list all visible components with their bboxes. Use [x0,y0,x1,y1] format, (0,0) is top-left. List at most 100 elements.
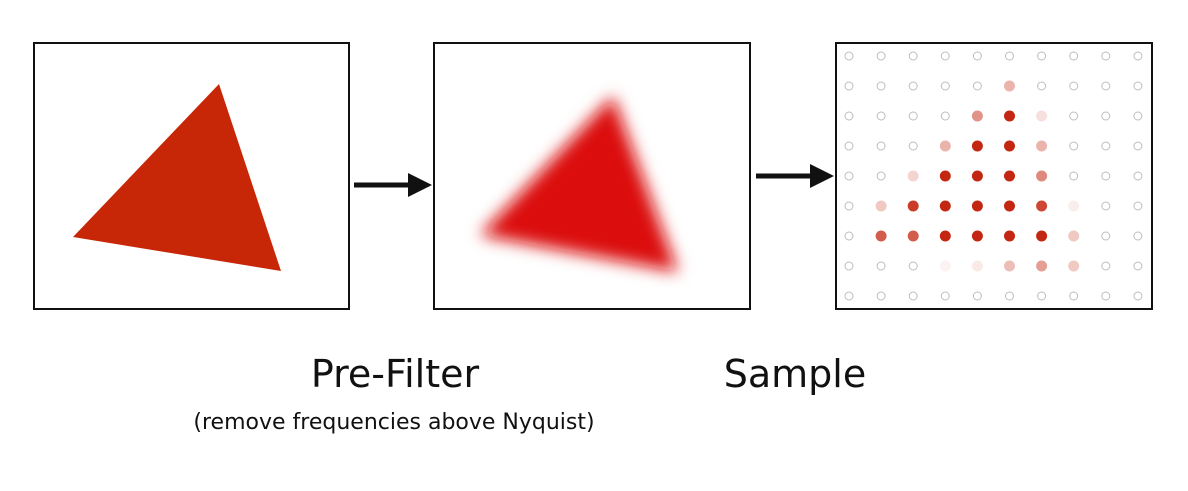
sample-dot-empty [844,291,854,301]
prefilter-label: Pre-Filter [310,352,480,396]
sample-dot-empty [1069,81,1079,91]
sample-dot-filled [1004,260,1015,272]
sample-dot-empty [1133,51,1143,61]
sample-dot-empty [844,111,854,121]
prefiltered-image [480,96,678,272]
sample-dot-empty [844,201,854,211]
sample-dot-empty [876,51,886,61]
sample-dot-empty [1069,171,1079,181]
sample-dot-empty [1101,291,1111,301]
sample-dot-empty [876,81,886,91]
sample-dot-filled [1004,110,1015,122]
sample-dot-empty [876,141,886,151]
sample-dot-empty [876,171,886,181]
sample-dot-empty [844,171,854,181]
sample-dot-filled [1036,110,1048,122]
sample-dot-filled [1004,200,1015,212]
sample-dot-empty [844,141,854,151]
sample-dot-filled [907,200,919,212]
sample-dot-empty [940,291,950,301]
sample-dot-empty [908,111,918,121]
sample-dot-empty [1101,231,1111,241]
sample-dot-empty [844,51,854,61]
sample-dot-empty [1101,201,1111,211]
sample-dot-filled [1004,80,1015,92]
sample-dot-filled [939,200,951,212]
sample-dot-filled [971,230,983,242]
sample-dot-empty [1133,291,1143,301]
sample-dot-filled [1036,200,1048,212]
sample-dot-empty [1101,111,1111,121]
sample-dot-filled [971,140,983,152]
sample-dot-empty [908,261,918,271]
sample-dot-filled [875,230,887,242]
sample-dot-filled [1068,260,1080,272]
arrow-right-icon [354,173,432,197]
original-image-panel [33,42,350,310]
sample-dot-empty [1133,111,1143,121]
sample-dot-empty [844,81,854,91]
sample-dot-empty [1101,261,1111,271]
sample-dot-empty [876,261,886,271]
sample-dot-empty [1133,171,1143,181]
sample-dot-filled [939,230,951,242]
sample-dot-empty [1101,171,1111,181]
sample-dot-empty [876,111,886,121]
arrow-right-icon [756,164,834,188]
sample-dot-empty [1133,261,1143,271]
sample-dot-filled [907,170,919,182]
sample-dot-filled [1036,260,1048,272]
sample-grid [844,51,1143,301]
sample-dot-empty [1037,291,1047,301]
sample-dot-filled [907,230,919,242]
sample-dot-empty [908,291,918,301]
sample-label: Sample [723,352,867,396]
sample-dot-empty [1133,231,1143,241]
sample-dot-filled [875,200,887,212]
sample-dot-filled [1004,140,1015,152]
sample-dot-empty [972,51,982,61]
sample-dot-empty [844,261,854,271]
sample-dot-filled [971,260,983,272]
sample-dot-empty [972,81,982,91]
sample-dot-filled [939,170,951,182]
sample-dot-filled [1068,200,1080,212]
sample-dot-empty [876,291,886,301]
sample-dot-empty [1101,141,1111,151]
sample-dot-filled [971,110,983,122]
sample-dot-empty [1069,111,1079,121]
sample-dot-filled [939,140,951,152]
prefiltered-image-panel [433,42,751,310]
sample-dot-filled [1004,230,1015,242]
sample-dot-empty [1133,201,1143,211]
sample-dot-empty [1005,51,1014,61]
sampled-image-panel [835,42,1153,310]
sample-dot-empty [908,81,918,91]
sample-dot-empty [972,291,982,301]
sample-dot-filled [939,260,951,272]
sample-dot-empty [1101,51,1111,61]
sample-dot-empty [940,111,950,121]
sample-dot-filled [971,200,983,212]
sample-dot-filled [1068,230,1080,242]
sample-dot-empty [1069,291,1079,301]
sample-dot-empty [1037,81,1047,91]
sample-dot-empty [1037,51,1047,61]
sample-dot-filled [1036,230,1048,242]
blurred-triangle [480,96,678,272]
sample-dot-empty [1005,291,1014,301]
sample-dot-filled [971,170,983,182]
prefilter-note: (remove frequencies above Nyquist) [193,410,595,435]
original-image [73,84,281,271]
sample-dot-empty [844,231,854,241]
sample-dot-empty [940,51,950,61]
sample-dot-filled [1036,140,1048,152]
sample-dot-empty [1069,141,1079,151]
sample-dot-empty [1101,81,1111,91]
sample-dot-filled [1004,170,1015,182]
sharp-triangle [73,84,281,271]
sample-dot-empty [1069,51,1079,61]
sample-dot-filled [1036,170,1048,182]
sample-dot-empty [908,51,918,61]
sample-dot-empty [940,81,950,91]
